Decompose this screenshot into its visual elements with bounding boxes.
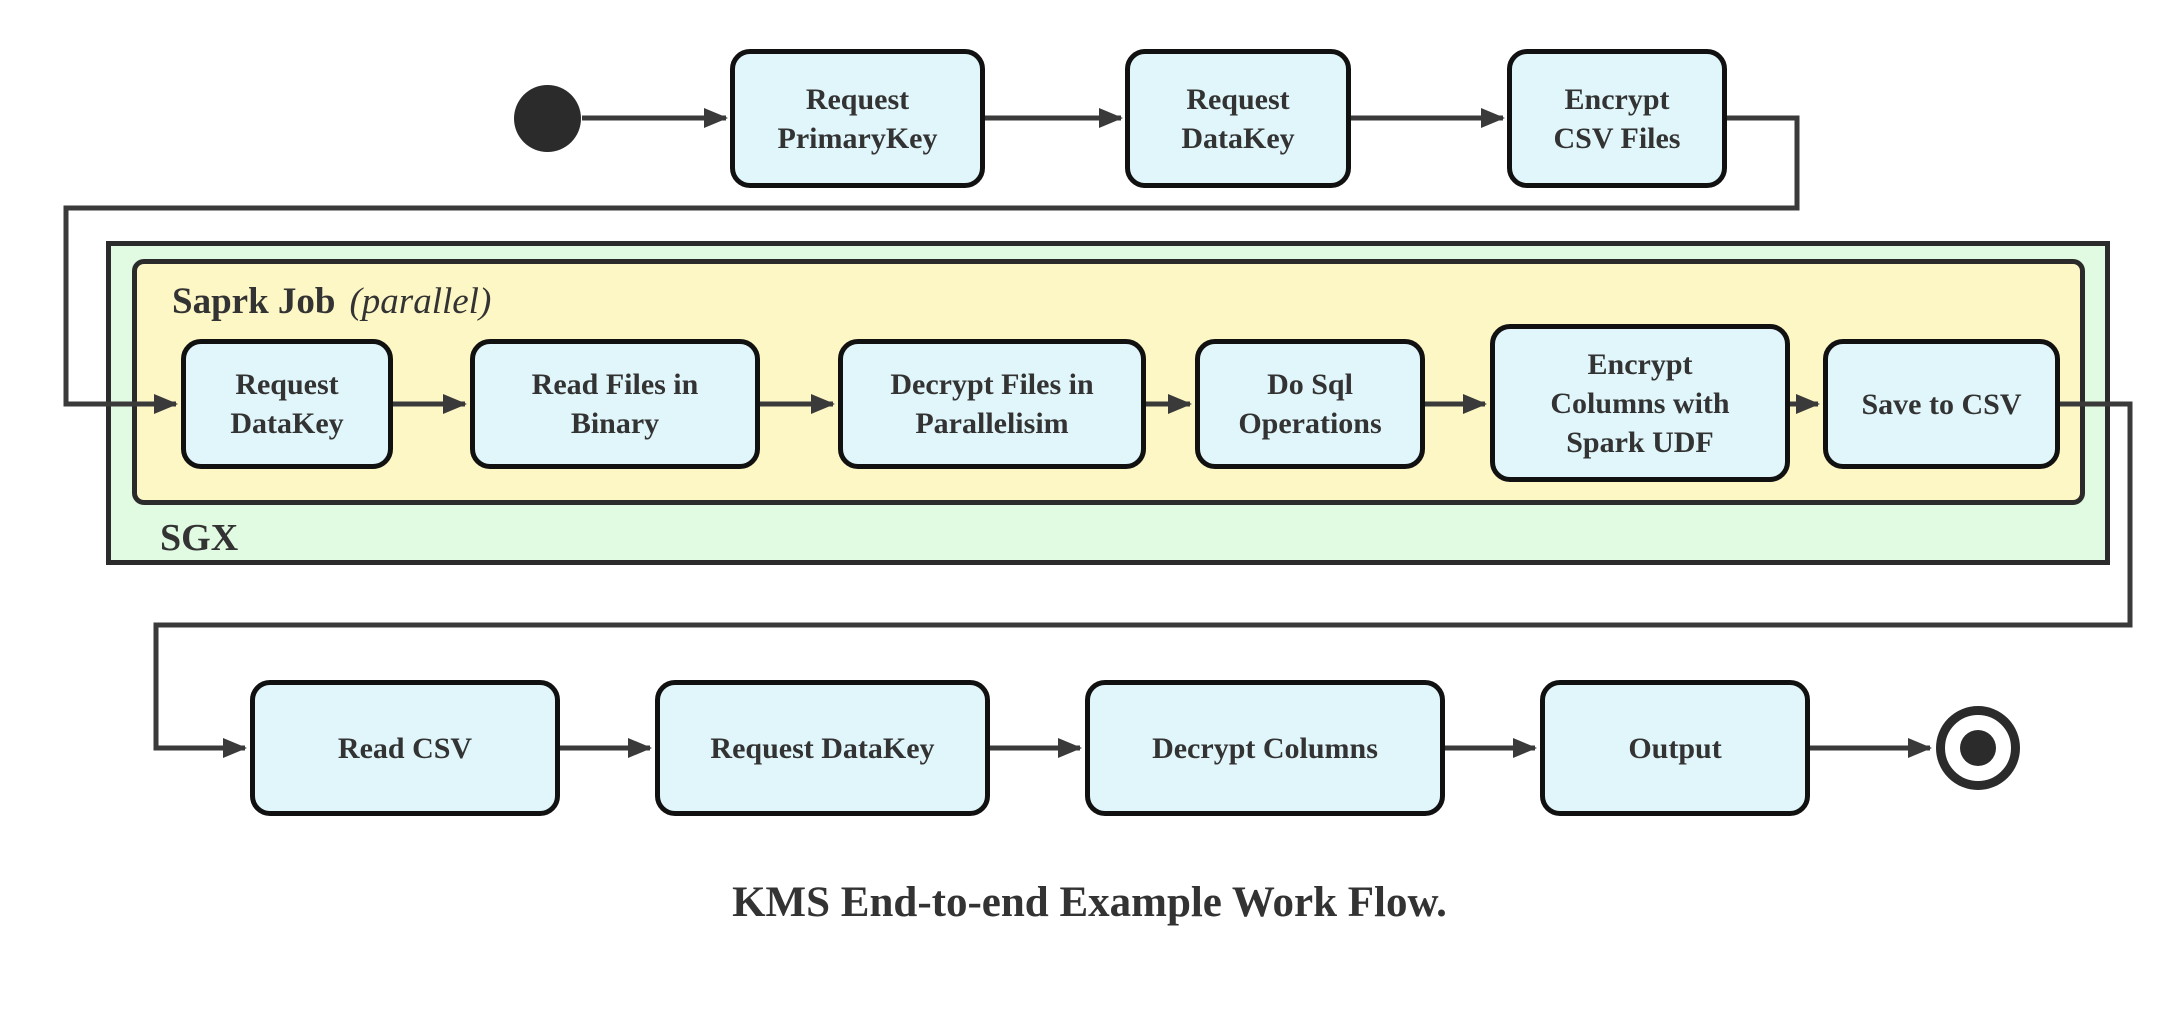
- edge-encrypt-csv-files-to-sgx-request-datakey: [63, 115, 1800, 414]
- node-request-primarykey: Request PrimaryKey: [730, 49, 985, 188]
- node-request-datakey-bottom: Request DataKey: [655, 680, 990, 816]
- node-encrypt-csv-files: Encrypt CSV Files: [1507, 49, 1727, 188]
- spark-job-qualifier: (parallel): [349, 281, 492, 322]
- node-output: Output: [1540, 680, 1810, 816]
- node-encrypt-columns-with-spark-udf: Encrypt Columns with Spark UDF: [1490, 324, 1790, 482]
- node-decrypt-files-in-parallelisim: Decrypt Files in Parallelisim: [838, 339, 1146, 469]
- edge-save-to-csv-to-read-csv: [153, 401, 2133, 758]
- sgx-label: SGX: [160, 517, 239, 559]
- end-node: [1936, 706, 2020, 790]
- node-request-datakey-top: Request DataKey: [1125, 49, 1351, 188]
- start-node: [514, 85, 581, 152]
- diagram-caption: KMS End-to-end Example Work Flow.: [732, 879, 1447, 926]
- node-read-files-in-binary: Read Files in Binary: [470, 339, 760, 469]
- node-do-sql-operations: Do Sql Operations: [1195, 339, 1425, 469]
- node-save-to-csv: Save to CSV: [1823, 339, 2060, 469]
- end-node-inner: [1960, 730, 1996, 766]
- node-request-datakey-sgx: Request DataKey: [181, 339, 393, 469]
- spark-job-label: Saprk Job (parallel): [172, 280, 491, 323]
- node-decrypt-columns: Decrypt Columns: [1085, 680, 1445, 816]
- spark-job-label-text: Saprk Job: [172, 281, 336, 322]
- node-read-csv: Read CSV: [250, 680, 560, 816]
